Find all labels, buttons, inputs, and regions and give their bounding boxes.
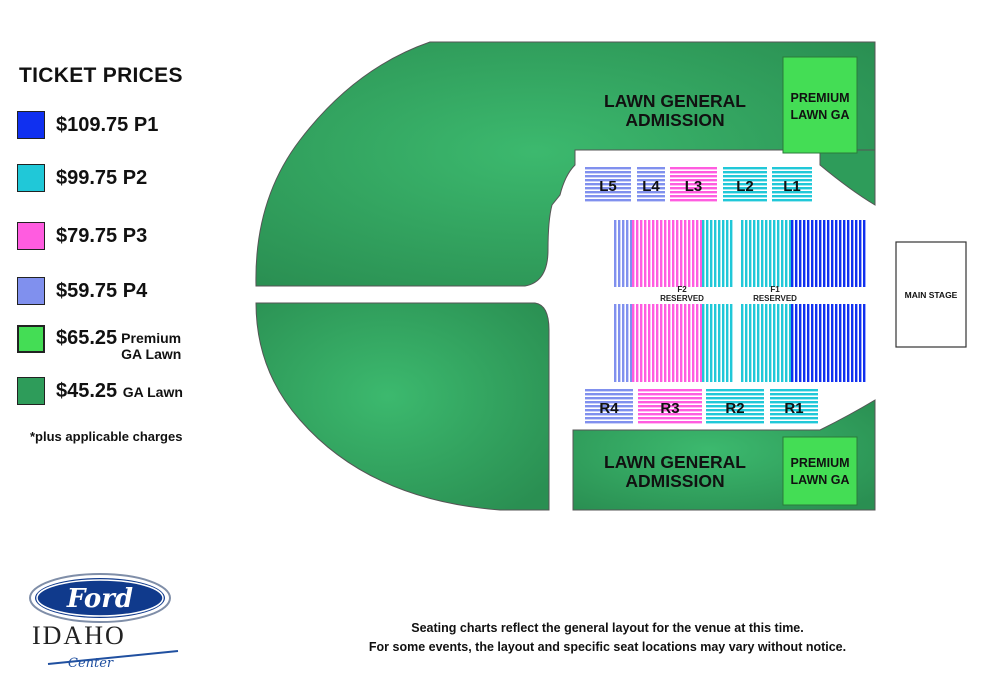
- section-r3[interactable]: [638, 389, 702, 425]
- floor-f2-label-2: RESERVED: [660, 294, 704, 303]
- disclaimer-line-2: For some events, the layout and specific…: [368, 640, 847, 654]
- floor-f2-p2-upper[interactable]: [702, 220, 734, 287]
- tier-p3: P3: [122, 225, 148, 247]
- ticket-price-legend: TICKET PRICES $109.75 P1 $99.75 P2 $79.7…: [0, 0, 240, 460]
- lawn-top-label-1: LAWN GENERAL: [604, 91, 746, 111]
- tier-p1: P1: [133, 114, 159, 136]
- swatch-premium-lawn: [17, 325, 45, 353]
- swatch-p1: [17, 111, 45, 139]
- legend-item-ga-lawn: $45.25 GA Lawn: [17, 374, 183, 408]
- floor-f2-p2-lower[interactable]: [702, 304, 734, 382]
- disclaimer: Seating charts reflect the general layou…: [330, 619, 885, 657]
- premium-bottom-label-1: PREMIUM: [790, 456, 849, 470]
- tier-p2: P2: [122, 167, 148, 189]
- price-p1: $109.75: [56, 114, 129, 136]
- section-label-l5: L5: [599, 178, 617, 195]
- section-label-r4: R4: [599, 400, 619, 417]
- svg-text:Center: Center: [68, 656, 114, 671]
- tier-ga-lawn: GA Lawn: [122, 384, 183, 400]
- disclaimer-line-1: Seating charts reflect the general layou…: [411, 621, 804, 635]
- floor-f2-p3-lower[interactable]: [632, 304, 703, 382]
- swatch-ga-lawn: [17, 377, 45, 405]
- floor-f1-p2-upper[interactable]: [741, 220, 792, 287]
- floor-f1-p1-lower[interactable]: [791, 304, 866, 382]
- premium-top-label-2: LAWN GA: [790, 108, 849, 122]
- floor-f1-label-1: F1: [770, 285, 780, 294]
- premium-bottom-label-2: LAWN GA: [790, 473, 849, 487]
- floor-f2-p3-upper[interactable]: [632, 220, 703, 287]
- section-l4[interactable]: [637, 167, 665, 203]
- premium-lawn-top[interactable]: [782, 56, 858, 154]
- section-r1[interactable]: [770, 389, 818, 425]
- section-l1[interactable]: [772, 167, 812, 203]
- price-p2: $99.75: [56, 167, 118, 189]
- ford-logo-icon: Ford IDAHO Center: [29, 573, 179, 671]
- tier-premium-lawn: Premium: [121, 330, 182, 346]
- price-ga-lawn: $45.25: [56, 380, 118, 402]
- section-label-r2: R2: [725, 400, 744, 417]
- floor-f1-p1-upper[interactable]: [791, 220, 866, 287]
- lawn-lower-left[interactable]: [255, 302, 550, 511]
- section-label-r3: R3: [660, 400, 679, 417]
- legend-note: *plus applicable charges: [30, 429, 183, 444]
- legend-item-p3: $79.75 P3: [17, 219, 147, 253]
- swatch-p2: [17, 164, 45, 192]
- section-label-l1: L1: [783, 178, 801, 195]
- tier-p4: P4: [122, 280, 148, 302]
- floor-f1-p2-lower[interactable]: [741, 304, 792, 382]
- legend-item-p1: $109.75 P1: [17, 108, 158, 142]
- swatch-p3: [17, 222, 45, 250]
- svg-text:IDAHO: IDAHO: [32, 621, 126, 650]
- ford-idaho-center-logo: Ford IDAHO Center: [28, 572, 188, 672]
- svg-text:Ford: Ford: [66, 584, 133, 614]
- section-label-l3: L3: [685, 178, 703, 195]
- section-label-l2: L2: [736, 178, 754, 195]
- section-label-r1: R1: [784, 400, 803, 417]
- legend-item-p2: $99.75 P2: [17, 161, 147, 195]
- legend-item-p4: $59.75 P4: [17, 274, 147, 308]
- lawn-bottom-label-2: ADMISSION: [625, 471, 724, 491]
- section-label-l4: L4: [642, 178, 660, 195]
- premium-lawn-bottom[interactable]: [782, 436, 858, 506]
- legend-title: TICKET PRICES: [19, 64, 183, 87]
- main-stage-label: MAIN STAGE: [905, 290, 958, 300]
- lawn-top-wing: [819, 149, 876, 206]
- price-p4: $59.75: [56, 280, 118, 302]
- section-l3[interactable]: [670, 167, 717, 203]
- floor-f2-label-1: F2: [677, 285, 687, 294]
- swatch-p4: [17, 277, 45, 305]
- floor-cross-aisle: [640, 287, 850, 304]
- lawn-top-label-2: ADMISSION: [625, 110, 724, 130]
- floor-f2-p4-upper[interactable]: [614, 220, 633, 287]
- floor-f1-label-2: RESERVED: [753, 294, 797, 303]
- premium-top-label-1: PREMIUM: [790, 91, 849, 105]
- floor-f2-p4-lower[interactable]: [614, 304, 633, 382]
- section-l5[interactable]: [585, 167, 631, 203]
- lawn-upper[interactable]: [255, 41, 876, 287]
- section-r2[interactable]: [706, 389, 764, 425]
- section-r4[interactable]: [585, 389, 633, 425]
- main-stage[interactable]: [895, 241, 967, 348]
- section-l2[interactable]: [723, 167, 767, 203]
- lawn-bottom-label-1: LAWN GENERAL: [604, 452, 746, 472]
- price-p3: $79.75: [56, 225, 118, 247]
- price-premium-lawn: $65.25: [56, 327, 118, 349]
- tier-premium-lawn-sub: GA Lawn: [121, 346, 182, 362]
